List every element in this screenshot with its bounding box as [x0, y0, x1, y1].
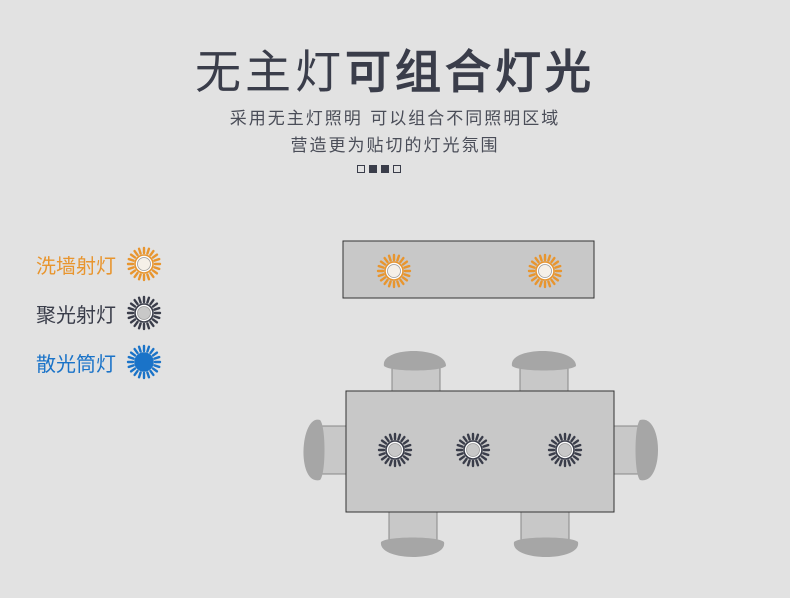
pager-dot[interactable] — [369, 165, 377, 173]
title-bold: 可组合灯光 — [345, 45, 595, 99]
pager — [357, 165, 401, 173]
wall-washer-light-icon — [527, 253, 563, 289]
chair-top-right — [511, 351, 576, 393]
spotlight-icon — [377, 432, 413, 468]
wall-washer-light-icon — [126, 246, 162, 282]
downlight-icon — [126, 344, 162, 380]
pager-dot[interactable] — [357, 165, 365, 173]
legend-label: 洗墙射灯 — [36, 253, 116, 278]
pager-dot[interactable] — [381, 165, 389, 173]
title-light: 无主灯 — [195, 45, 345, 99]
chair-top-left — [383, 351, 446, 393]
pager-dot[interactable] — [393, 165, 401, 173]
legend-spotlight: 聚光射灯 — [36, 295, 162, 331]
sideboard — [342, 240, 595, 299]
wall-washer-light-icon — [376, 253, 412, 289]
spotlight-icon — [455, 432, 491, 468]
legend-downlight: 散光筒灯 — [36, 344, 162, 380]
spotlight-icon — [547, 432, 583, 468]
chair-right — [613, 419, 658, 481]
chair-left — [303, 419, 347, 481]
legend-label: 散光筒灯 — [36, 351, 116, 376]
subtitle-line-1: 采用无主灯照明 可以组合不同照明区域 — [229, 109, 561, 129]
page-title: 无主灯可组合灯光 — [0, 42, 790, 102]
legend-wall-washer: 洗墙射灯 — [36, 246, 162, 282]
legend-label: 聚光射灯 — [36, 302, 116, 327]
chair-bottom-right — [513, 511, 579, 557]
chair-bottom-left — [380, 511, 445, 557]
subtitle-line-2: 营造更为贴切的灯光氛围 — [290, 136, 500, 156]
spotlight-icon — [126, 295, 162, 331]
